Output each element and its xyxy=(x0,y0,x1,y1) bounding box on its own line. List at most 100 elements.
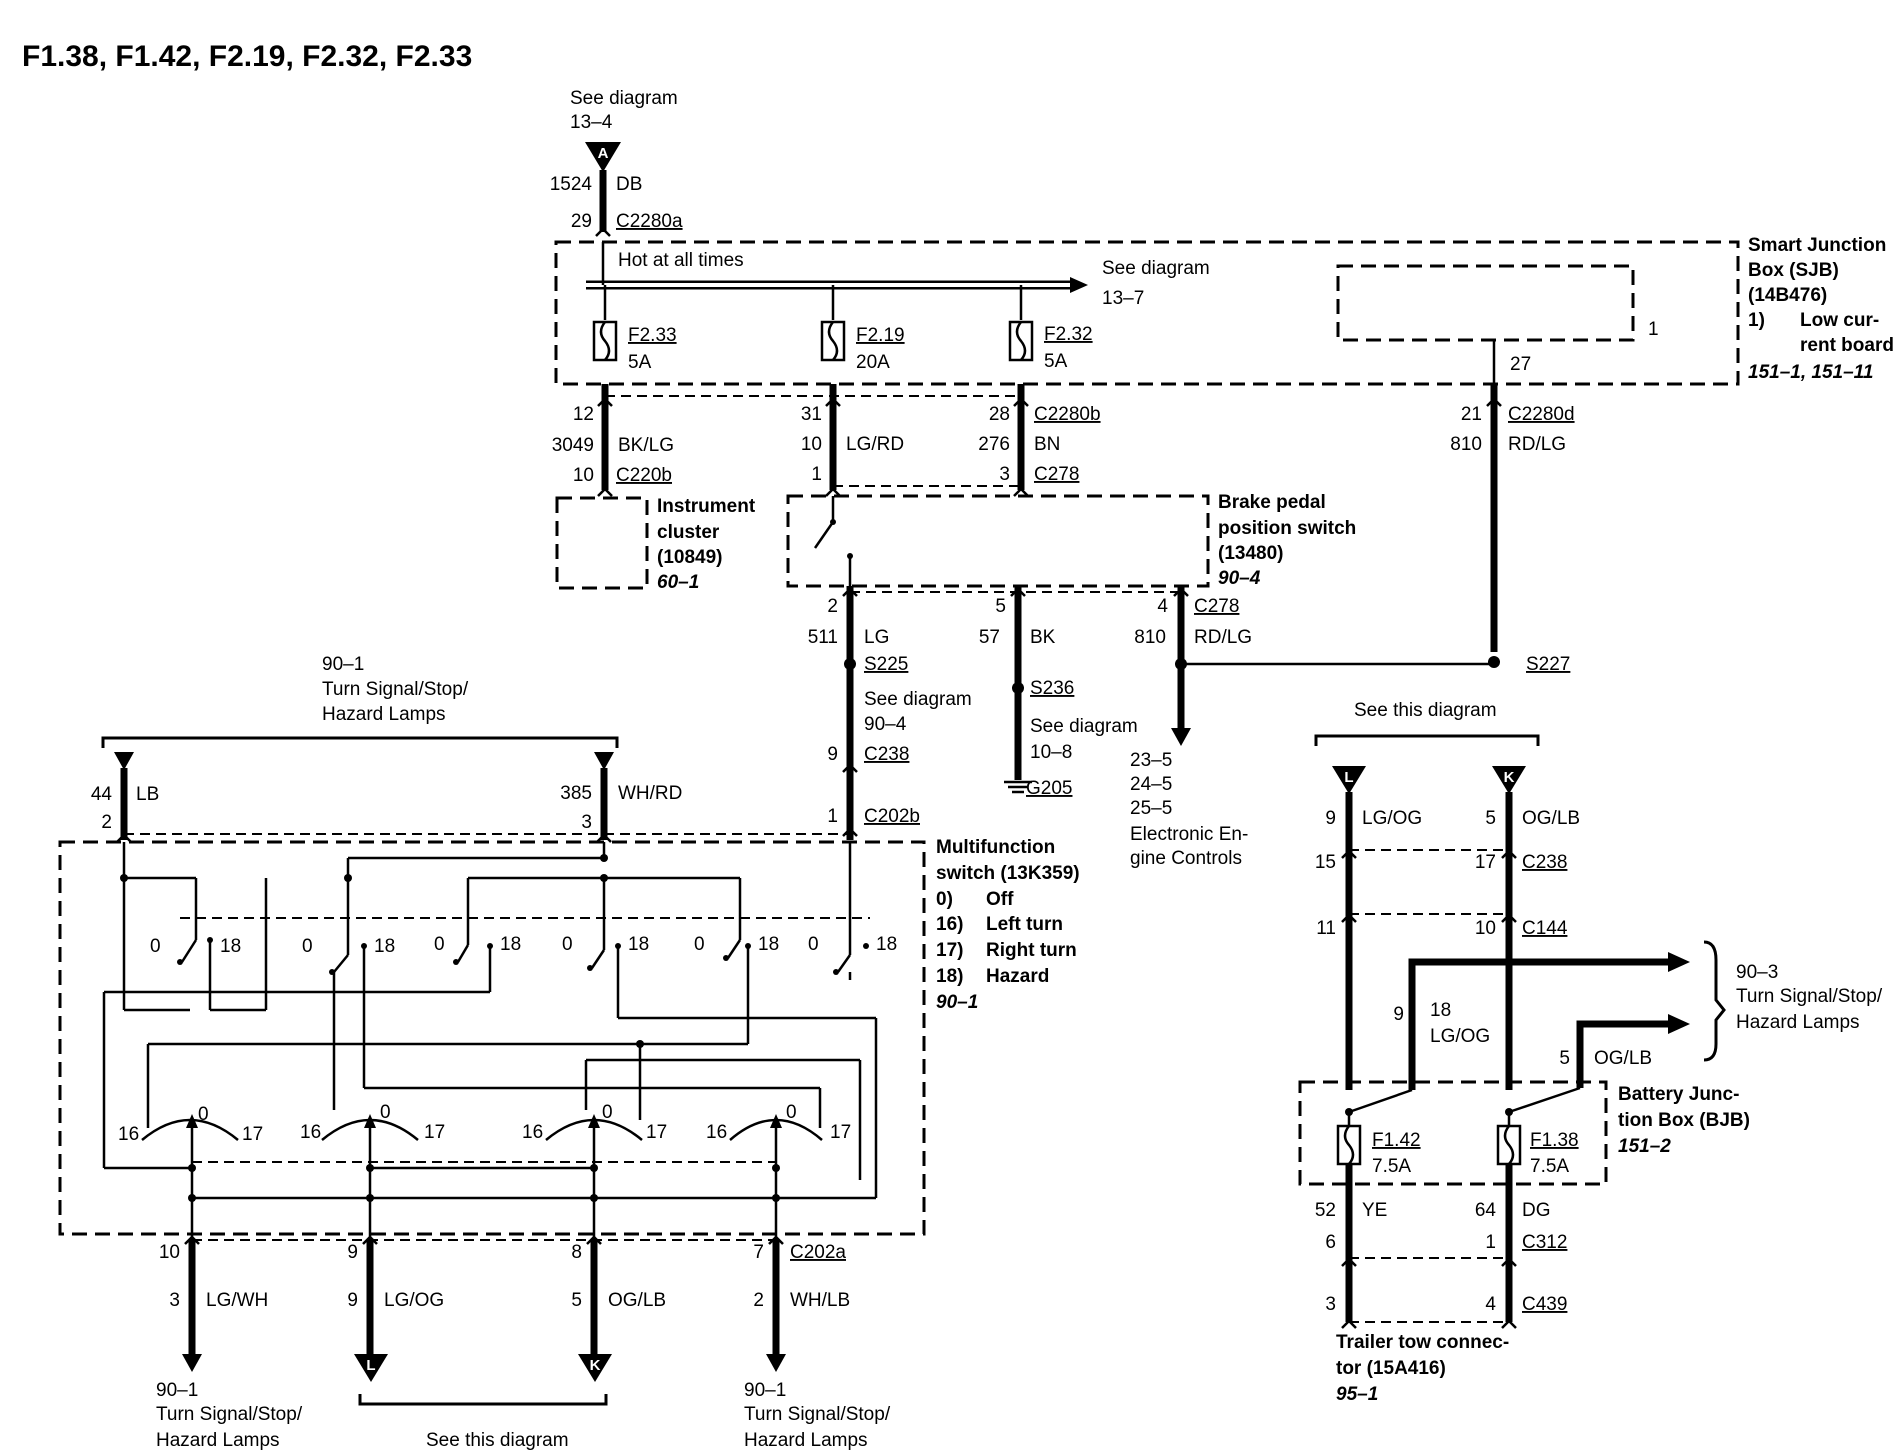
wire-1524-circuit: 1524 xyxy=(550,174,593,195)
connector-arrow-a xyxy=(585,142,621,172)
c278-label-bottom: C278 xyxy=(1194,596,1239,617)
c312-pin-1: 1 xyxy=(1485,1232,1496,1253)
wire-3049-circuit: 3049 xyxy=(552,435,594,456)
ts2-17: 17 xyxy=(424,1122,445,1143)
eec-ref-1: 23–5 xyxy=(1130,750,1172,771)
s236-see: See diagram xyxy=(1030,716,1138,737)
ts1-0: 0 xyxy=(198,1104,209,1125)
c439-pin-3: 3 xyxy=(1325,1294,1336,1315)
c238-label-mid: C238 xyxy=(864,744,909,765)
fuse-f2-33-amp: 5A xyxy=(628,352,652,373)
cluster-label-1: Instrument xyxy=(657,496,756,517)
sjb-pin-27: 27 xyxy=(1510,354,1531,375)
hz-0-f: 0 xyxy=(808,934,819,955)
connector-arrow-k-right xyxy=(1492,766,1526,794)
brake-label-3: (13480) xyxy=(1218,543,1284,564)
bot-pin-2: 9 xyxy=(347,1242,358,1263)
hz-18-d: 18 xyxy=(628,934,649,955)
wire-branch-5 xyxy=(1576,1020,1670,1088)
wire-44-pin: 2 xyxy=(101,812,112,833)
mfs-upper-wiring xyxy=(122,842,852,1012)
arrow-l-right-label: L xyxy=(1344,769,1353,786)
right-bracket xyxy=(1314,734,1540,746)
mfs-label-1: Multifunction xyxy=(936,837,1055,858)
c220b-label: C220b xyxy=(616,465,672,486)
eec-ref-3: 25–5 xyxy=(1130,798,1172,819)
splice-s227 xyxy=(1488,656,1500,668)
arrow-a-label: A xyxy=(598,145,609,162)
arrow-k-bottom-label: K xyxy=(590,1357,601,1374)
mfs-middle-wiring xyxy=(102,946,878,1198)
turn-switch-2 xyxy=(321,1118,419,1240)
sjb-see-diagram: See diagram xyxy=(1102,258,1210,279)
c202b-pin-1: 1 xyxy=(827,806,838,827)
c238-r-pin-17: 17 xyxy=(1475,852,1496,873)
bjb-label-1: Battery Junc- xyxy=(1618,1084,1739,1105)
left-top-arrow-lb xyxy=(114,752,134,770)
eec-label-2: gine Controls xyxy=(1130,848,1242,869)
ts4-17: 17 xyxy=(830,1122,851,1143)
c238-r-pin-15: 15 xyxy=(1315,852,1336,873)
top-see-ref: 13–4 xyxy=(570,112,613,133)
diagram-title: F1.38, F1.42, F2.19, F2.32, F2.33 xyxy=(22,40,472,73)
sjb-box xyxy=(554,240,1740,386)
wire-64-circuit: 64 xyxy=(1475,1200,1497,1221)
splice-s225 xyxy=(844,658,856,670)
c144-pin-11: 11 xyxy=(1316,918,1336,939)
arrow-l-bottom-label: L xyxy=(366,1357,375,1374)
c2280a-label: C2280a xyxy=(616,211,683,232)
connector-arrow-l-bottom xyxy=(354,1354,388,1382)
c2280a-connector xyxy=(595,227,611,237)
ground-icon xyxy=(1004,780,1032,794)
mfs-ref: 90–1 xyxy=(936,992,978,1013)
brake-label-1: Brake pedal xyxy=(1218,492,1326,513)
mfs-legend-0-key: 0) xyxy=(936,889,953,910)
wire-511-circuit: 511 xyxy=(808,627,838,648)
left-top-bracket xyxy=(101,736,619,748)
bot-pin-4: 7 xyxy=(753,1242,764,1263)
left-top-label-2: Hazard Lamps xyxy=(322,704,446,725)
sjb-name-3: (14B476) xyxy=(1748,285,1827,306)
branch-oglb: OG/LB xyxy=(1594,1048,1652,1069)
ts2-0: 0 xyxy=(380,1102,391,1123)
sjb-note-num: 1) xyxy=(1748,310,1765,331)
sjb-name-2: Box (SJB) xyxy=(1748,260,1839,281)
trailer-label-1: Trailer tow connec- xyxy=(1336,1332,1509,1353)
trailer-ref: 95–1 xyxy=(1336,1384,1378,1405)
c312-pin-6: 6 xyxy=(1325,1232,1336,1253)
mfs-legend-2-val: Right turn xyxy=(986,940,1077,961)
right-see-this: See this diagram xyxy=(1354,700,1497,721)
mfs-label-2: switch (13K359) xyxy=(936,863,1080,884)
out-ref: 90–3 xyxy=(1736,962,1778,983)
right-lgog: LG/OG xyxy=(1362,808,1422,829)
wire-810-circuit: 810 xyxy=(1450,434,1482,455)
bot-pin-3: 8 xyxy=(571,1242,582,1263)
bot-right-label-1: Turn Signal/Stop/ xyxy=(744,1404,891,1425)
wire-64-color: DG xyxy=(1522,1200,1551,1221)
bot-color-3: OG/LB xyxy=(608,1290,666,1311)
fuse-f2-32-amp: 5A xyxy=(1044,351,1068,372)
cluster-label-3: (10849) xyxy=(657,547,723,568)
sjb-bus-arrow xyxy=(1070,277,1088,293)
wire-10-color: LG/RD xyxy=(846,434,904,455)
hz-0-d: 0 xyxy=(562,934,573,955)
c2280b-pin-31: 31 xyxy=(801,404,822,425)
wire-57-color: BK xyxy=(1030,627,1056,648)
out-label-1: Turn Signal/Stop/ xyxy=(1736,986,1883,1007)
c202a-label: C202a xyxy=(790,1242,846,1263)
turn-switch-1 xyxy=(141,1118,239,1240)
right-w5: 5 xyxy=(1485,808,1496,829)
wire-44-circuit: 44 xyxy=(91,784,113,805)
low-current-board xyxy=(1336,264,1635,342)
eec-label-1: Electronic En- xyxy=(1130,824,1248,845)
ts4-0: 0 xyxy=(786,1102,797,1123)
bottom-bracket xyxy=(358,1394,608,1406)
c278-pin-4: 4 xyxy=(1157,596,1168,617)
output-brace xyxy=(1703,940,1726,1062)
instrument-cluster-box xyxy=(555,496,649,590)
branch-lgog: LG/OG xyxy=(1430,1026,1490,1047)
bot-left-label-1: Turn Signal/Stop/ xyxy=(156,1404,303,1425)
wire-1524-color: DB xyxy=(616,174,642,195)
hz-0-a: 0 xyxy=(150,936,161,957)
wire-276-circuit: 276 xyxy=(978,434,1010,455)
